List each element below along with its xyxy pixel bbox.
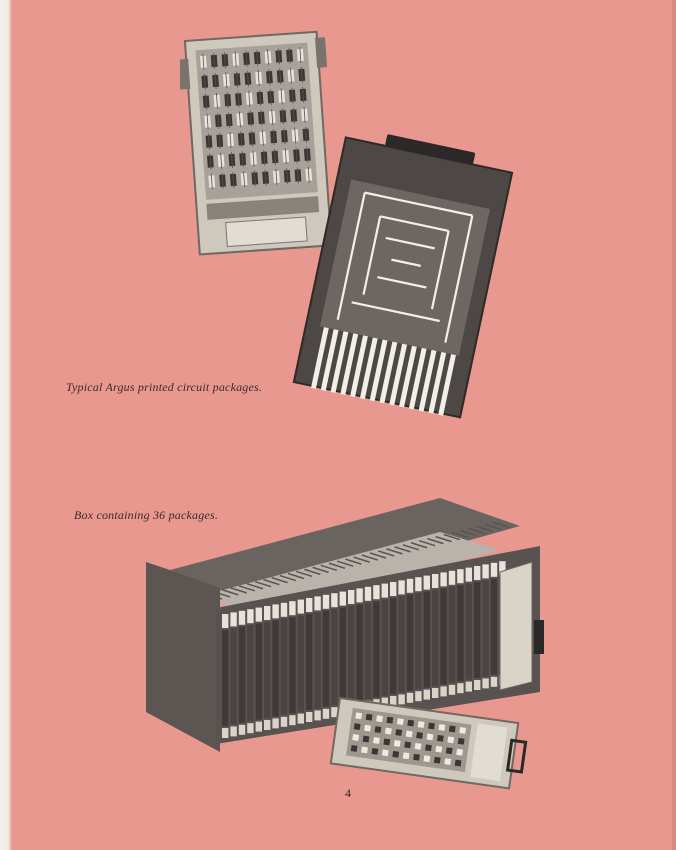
circuit-package-component-photo [180, 30, 333, 256]
page-right-edge [672, 0, 676, 850]
page-binding-edge [0, 0, 12, 850]
caption-box: Box containing 36 packages. [74, 508, 219, 522]
circuit-package-trace-photo [292, 134, 514, 419]
package-box-photo [146, 498, 544, 790]
caption-printed-circuit: Typical Argus printed circuit packages. [66, 380, 263, 394]
page-number: 4 [345, 786, 351, 800]
